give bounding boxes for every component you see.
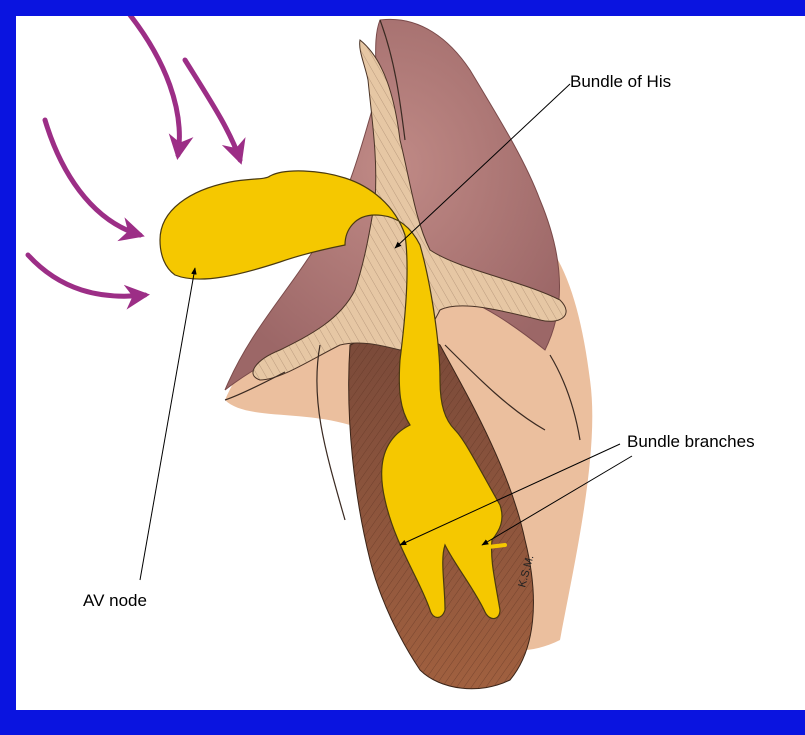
label-av-node: AV node	[83, 591, 147, 611]
label-bundle-branches: Bundle branches	[627, 432, 755, 452]
label-bundle-of-his: Bundle of His	[570, 72, 671, 92]
